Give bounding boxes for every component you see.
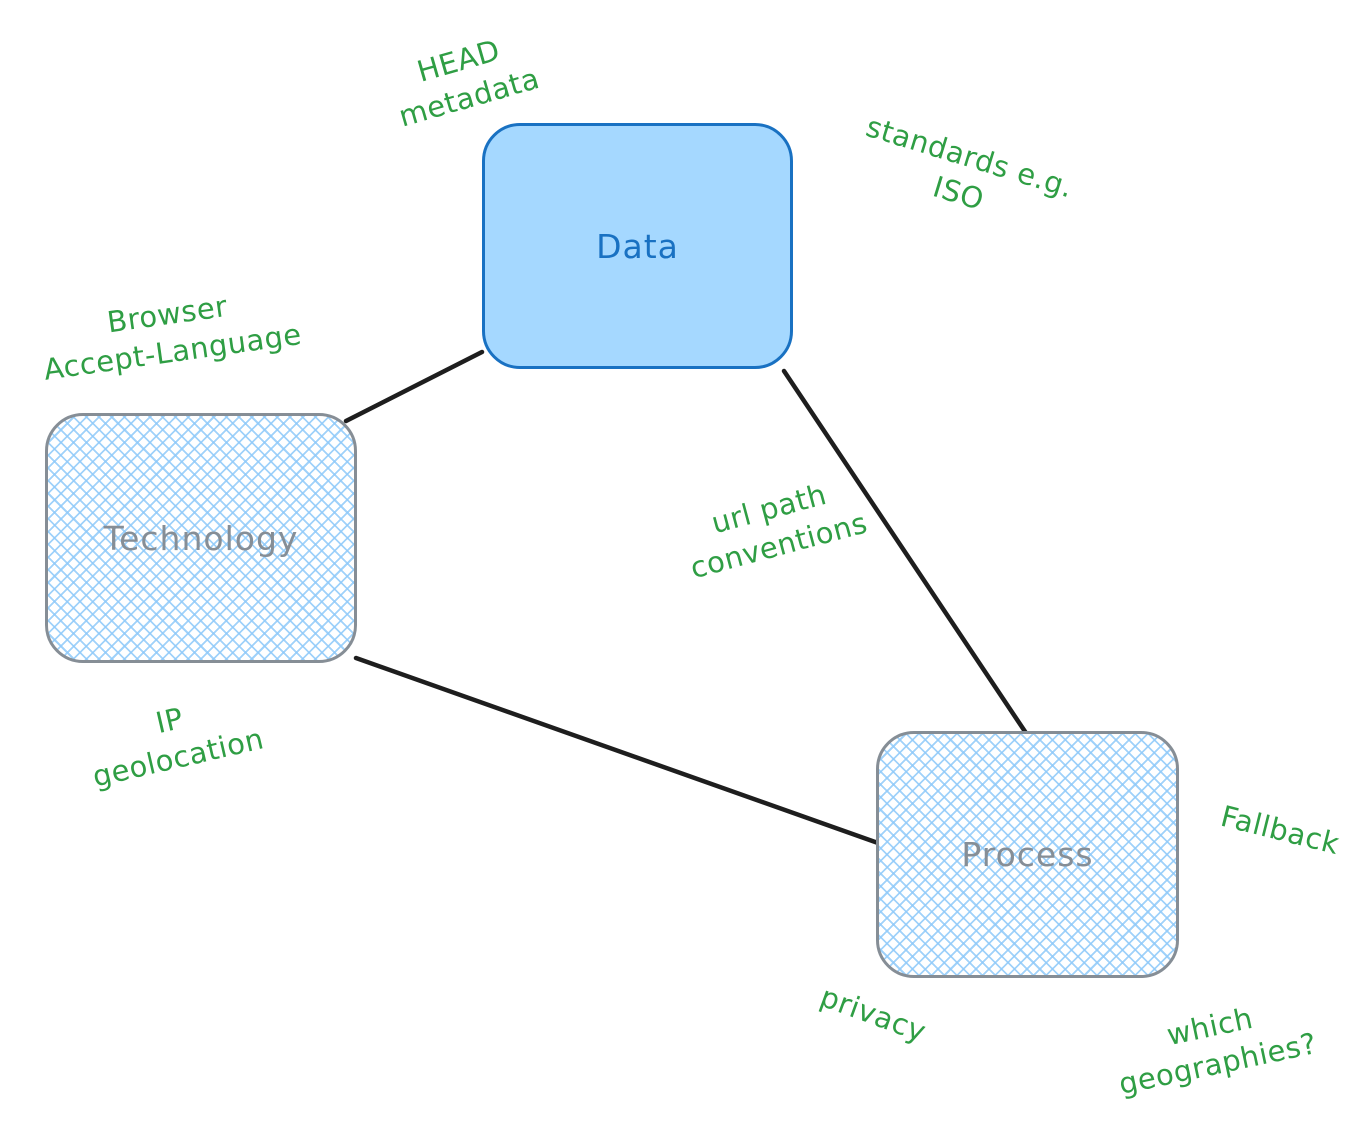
connector-technology-process[interactable] xyxy=(353,655,881,846)
node-data-label: Data xyxy=(596,226,679,266)
annotation-url-path-conventions[interactable]: url path conventions xyxy=(686,477,871,585)
node-process-label: Process xyxy=(961,835,1094,874)
connector-technology-data[interactable] xyxy=(343,349,485,424)
annotation-fallback[interactable]: Fallback xyxy=(1217,798,1343,862)
annotation-ip-geolocation[interactable]: IP geolocation xyxy=(89,700,267,794)
node-process[interactable]: Process xyxy=(876,731,1179,978)
annotation-privacy[interactable]: privacy xyxy=(815,979,931,1049)
connector-data-process[interactable] xyxy=(781,368,1029,736)
node-technology[interactable]: Technology xyxy=(45,413,357,663)
annotation-which-geographies[interactable]: which geographies? xyxy=(1115,1000,1320,1101)
annotation-browser-accept-language[interactable]: Browser Accept-Language xyxy=(41,288,304,387)
node-technology-label: Technology xyxy=(103,518,299,558)
annotation-standards-iso[interactable]: standards e.g. ISO xyxy=(862,109,1078,217)
node-data[interactable]: Data xyxy=(482,123,793,369)
